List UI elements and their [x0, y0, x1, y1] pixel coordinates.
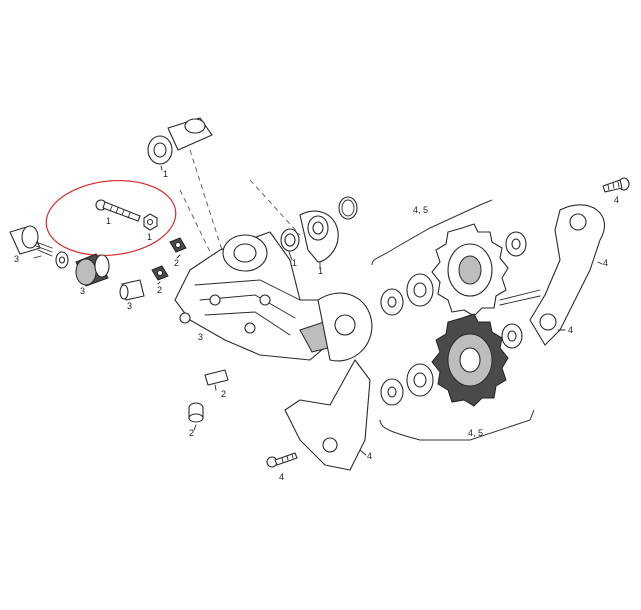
callout-1-bolt: 1: [106, 216, 111, 226]
callout-1-nut: 1: [147, 232, 152, 242]
derailleur-body: [174, 231, 346, 361]
lower-pulley-brace: [379, 409, 535, 441]
callout-45-upper: 4, 5: [413, 205, 428, 215]
o-ring: [338, 196, 358, 220]
barrel-washer: [55, 251, 69, 269]
cage-screw: [188, 402, 204, 423]
callout-4-cage-lower: 4: [568, 325, 573, 335]
lower-pulley-washer-outer: [501, 323, 523, 349]
upper-pulley-wheel: [431, 223, 509, 317]
adjuster-knob: [75, 253, 110, 287]
callout-3-ferrule: 3: [127, 301, 132, 311]
callout-2-bolt-a: 2: [174, 258, 179, 268]
fixing-bolt-b: [151, 265, 169, 281]
callout-1-hanger: 1: [318, 266, 323, 276]
inner-cage-plate: [284, 359, 371, 471]
leader-lines: [33, 165, 603, 456]
hanger-plate: [299, 210, 339, 263]
upper-pulley-bearing: [406, 273, 434, 307]
callout-45-lower: 4, 5: [468, 428, 483, 438]
outer-cage-plate: [499, 204, 606, 346]
callout-3-barrel: 3: [14, 254, 19, 264]
limit-nut: [143, 213, 158, 231]
upper-pulley-brace: [371, 199, 493, 266]
callout-labels: 1 1 1 1 1 2 2 2 2 3 3 3 3 4 4 4 4 4 4, 5…: [14, 169, 619, 482]
upper-pulley-washer: [380, 288, 404, 316]
highlight-circle: [45, 179, 177, 257]
callout-4-bolt-bottom: 4: [279, 472, 284, 482]
callout-4-bolt-top: 4: [614, 195, 619, 205]
cage-clip: [204, 369, 229, 386]
callout-2-bolt-b: 2: [157, 285, 162, 295]
cage-bolt-lower: [266, 452, 298, 468]
assembly-guides: [179, 149, 301, 261]
lower-pulley-washer: [380, 378, 404, 406]
callout-1-washer: 1: [292, 258, 297, 268]
lower-pulley-bearing: [406, 363, 434, 397]
cage-bolt-upper: [602, 177, 630, 193]
lower-pulley-wheel: [431, 313, 509, 407]
callout-3-adjuster: 3: [80, 286, 85, 296]
callout-4-inner-cage: 4: [367, 451, 372, 461]
mounting-bushing: [147, 117, 213, 165]
callout-2-screw: 2: [189, 428, 194, 438]
fixing-bolt-a: [169, 237, 187, 253]
callout-2-clip: 2: [221, 389, 226, 399]
cable-barrel: [9, 225, 53, 257]
callout-1-bushing: 1: [163, 169, 168, 179]
limit-bolt: [95, 199, 141, 222]
cage-knuckle: [317, 292, 373, 362]
callout-4-cage-right: 4: [603, 258, 608, 268]
upper-pulley-washer-outer: [505, 231, 527, 257]
hanger-washer: [280, 228, 300, 252]
cable-ferrule: [119, 279, 145, 301]
callout-3-body: 3: [198, 332, 203, 342]
